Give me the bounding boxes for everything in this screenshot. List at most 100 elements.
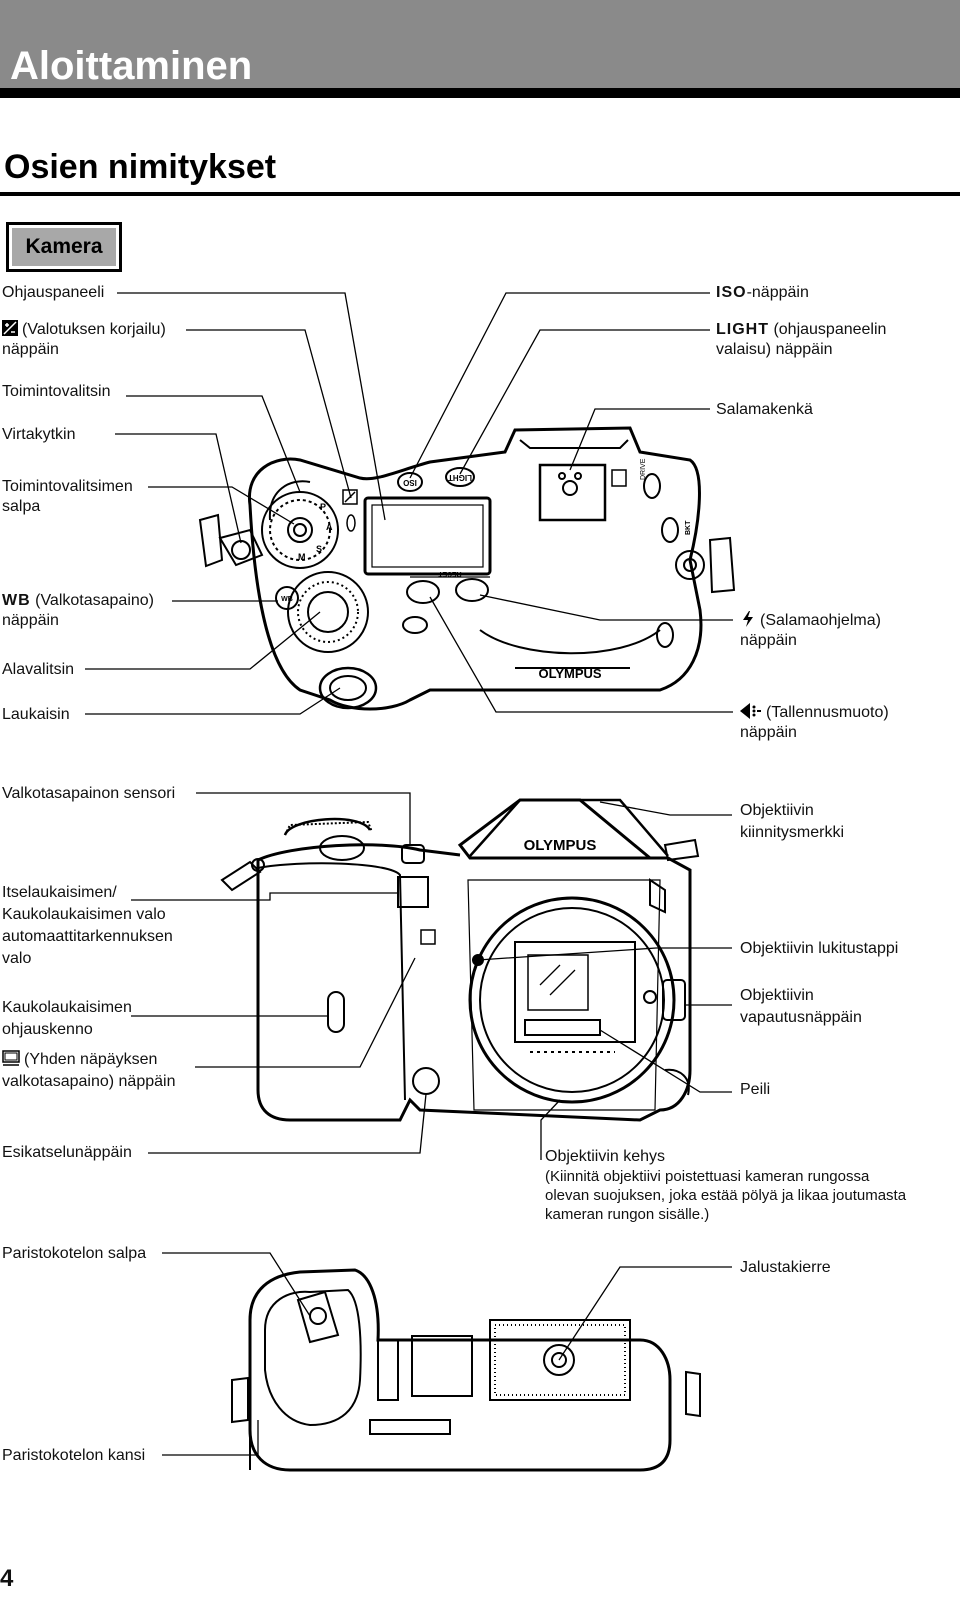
top-iso-text: ISO — [403, 478, 417, 487]
self-timer-lamp — [397, 876, 429, 908]
label-flash-mode-line1: (Salamaohjelma) — [760, 612, 881, 629]
shutter-button-top — [318, 666, 378, 710]
top-leader-lines — [85, 292, 733, 715]
top-brand-text: OLYMPUS — [538, 666, 601, 681]
camera-front-view — [220, 798, 700, 1122]
label-lens-lock-pin: Objektiivin lukitustappi — [740, 940, 899, 957]
label-wb-prefix: WB — [2, 592, 31, 609]
label-lens-mount-note-line3: kameran rungon sisälle.) — [545, 1206, 710, 1223]
sub-dial — [287, 571, 369, 653]
exposure-compensation-icon — [2, 320, 18, 336]
label-hot-shoe: Salamakenkä — [716, 401, 813, 418]
label-one-touch-wb-line1: (Yhden näpäyksen — [24, 1051, 158, 1068]
page-number: 4 — [0, 1565, 14, 1592]
top-bkt-text: BKT — [685, 520, 692, 535]
label-self-timer: Itselaukaisimen/ Kaukolaukaisimen valo a… — [2, 882, 173, 970]
label-battery-latch: Paristokotelon salpa — [2, 1245, 147, 1262]
label-iso: ISO-näppäin — [716, 283, 809, 303]
label-exposure-comp-line2: näppäin — [2, 341, 59, 358]
label-remote-sensor-line1: Kaukolaukaisimen — [2, 999, 132, 1016]
label-battery-cover: Paristokotelon kansi — [2, 1447, 146, 1464]
label-iso-prefix: ISO — [716, 284, 747, 301]
camera-bottom-view — [231, 1268, 701, 1472]
section-rule — [0, 192, 960, 196]
label-power-switch: Virtakytkin — [2, 426, 76, 443]
label-light: LIGHT (ohjauspaneelin valaisu) näppäin — [716, 320, 886, 360]
label-lens-mount-note-line2: olevan suojuksen, joka estää pölyä ja li… — [545, 1187, 907, 1204]
label-lens-mount: Objektiivin kehys — [545, 1148, 666, 1165]
label-wb: WB (Valkotasapaino) näppäin — [2, 591, 154, 631]
label-mode-dial-lock: Toimintovalitsimen salpa — [2, 477, 133, 517]
label-self-timer-line4: valo — [2, 950, 32, 967]
label-mode-dial: Toimintovalitsin — [2, 383, 111, 400]
hot-shoe — [538, 463, 607, 522]
label-iso-suffix: -näppäin — [746, 284, 809, 301]
label-self-timer-line3: automaattitarkennuksen — [2, 928, 173, 945]
top-mode-a: A — [326, 522, 333, 532]
label-sub-dial: Alavalitsin — [2, 661, 75, 678]
label-wb-sensor: Valkotasapainon sensori — [2, 785, 176, 802]
label-record-mode: (Tallennusmuoto) näppäin — [740, 703, 889, 743]
top-drive-text: DRIVE — [640, 458, 647, 480]
label-tripod-socket: Jalustakierre — [740, 1259, 831, 1276]
label-one-touch-wb: (Yhden näpäyksen valkotasapaino) näppäin — [2, 1049, 175, 1093]
mirror — [527, 954, 589, 1011]
bottom-leader-lines — [162, 1252, 732, 1456]
remote-sensor — [327, 991, 345, 1033]
label-remote-sensor: Kaukolaukaisimen ohjauskenno — [2, 997, 132, 1041]
label-flash-mode: (Salamaohjelma) näppäin — [740, 611, 881, 651]
label-self-timer-line2: Kaukolaukaisimen valo — [2, 906, 166, 923]
label-lens-release: Objektiivin vapautusnäppäin — [740, 985, 862, 1029]
section-title: Osien nimitykset — [4, 148, 277, 186]
label-lens-mount-mark-line1: Objektiivin — [740, 802, 814, 819]
lens-mount — [468, 896, 676, 1104]
label-lens-mount-note-line1: (Kiinnitä objektiivi poistettuasi kamera… — [545, 1168, 870, 1185]
label-lens-release-line1: Objektiivin — [740, 987, 814, 1004]
mode-dial-lock — [287, 517, 313, 543]
label-mirror: Peili — [740, 1081, 771, 1098]
label-lens-mount-note: (Kiinnitä objektiivi poistettuasi kamera… — [545, 1167, 906, 1224]
label-mode-dial-lock-line1: Toimintovalitsimen — [2, 478, 133, 495]
label-self-timer-line1: Itselaukaisimen/ — [2, 884, 117, 901]
front-leader-lines — [131, 792, 732, 1160]
label-lens-mount-mark: Objektiivin kiinnitysmerkki — [740, 800, 844, 844]
camera-tab: Kamera — [6, 222, 122, 272]
camera-top-view — [198, 426, 736, 711]
top-mode-p: P — [320, 502, 326, 512]
camera-tab-label: Kamera — [12, 228, 116, 266]
label-mode-dial-lock-line2: salpa — [2, 498, 41, 515]
front-brand-text: OLYMPUS — [524, 837, 597, 854]
label-lens-release-line2: vapautusnäppäin — [740, 1009, 862, 1026]
header-rule — [0, 88, 960, 98]
top-reset-text: RESET — [438, 570, 462, 577]
label-control-panel: Ohjauspaneeli — [2, 284, 105, 301]
wb-sensor — [401, 844, 425, 864]
label-record-mode-line1: (Tallennusmuoto) — [766, 704, 889, 721]
chapter-title: Aloittaminen — [10, 44, 253, 88]
battery-latch — [296, 1290, 340, 1344]
label-wb-line2: näppäin — [2, 612, 59, 629]
label-exposure-comp: (Valotuksen korjailu) näppäin — [2, 320, 166, 360]
label-wb-line1: (Valkotasapaino) — [35, 592, 154, 609]
label-light-line1: (ohjauspaneelin — [773, 321, 887, 338]
label-remote-sensor-line2: ohjauskenno — [2, 1021, 93, 1038]
label-flash-mode-line2: näppäin — [740, 632, 797, 649]
top-mode-s: S — [316, 544, 322, 554]
label-lens-mount-mark-line2: kiinnitysmerkki — [740, 824, 845, 841]
lens-release-button — [662, 979, 686, 1021]
chapter-header: Aloittaminen — [0, 0, 960, 98]
tripod-socket — [543, 1344, 575, 1376]
label-exposure-comp-line1: (Valotuksen korjailu) — [22, 321, 166, 338]
label-shutter: Laukaisin — [2, 706, 70, 723]
top-light-text: LIGHT — [448, 473, 472, 482]
flash-icon — [743, 611, 753, 627]
control-panel-lcd — [363, 496, 492, 576]
label-light-line2: valaisu) näppäin — [716, 341, 833, 358]
label-one-touch-wb-line2: valkotasapaino) näppäin — [2, 1073, 176, 1090]
label-record-mode-line2: näppäin — [740, 724, 797, 741]
record-mode-icon — [740, 703, 761, 719]
one-touch-wb-icon — [2, 1050, 20, 1066]
top-wb-text: WB — [281, 596, 293, 603]
top-mode-m: M — [298, 552, 306, 562]
